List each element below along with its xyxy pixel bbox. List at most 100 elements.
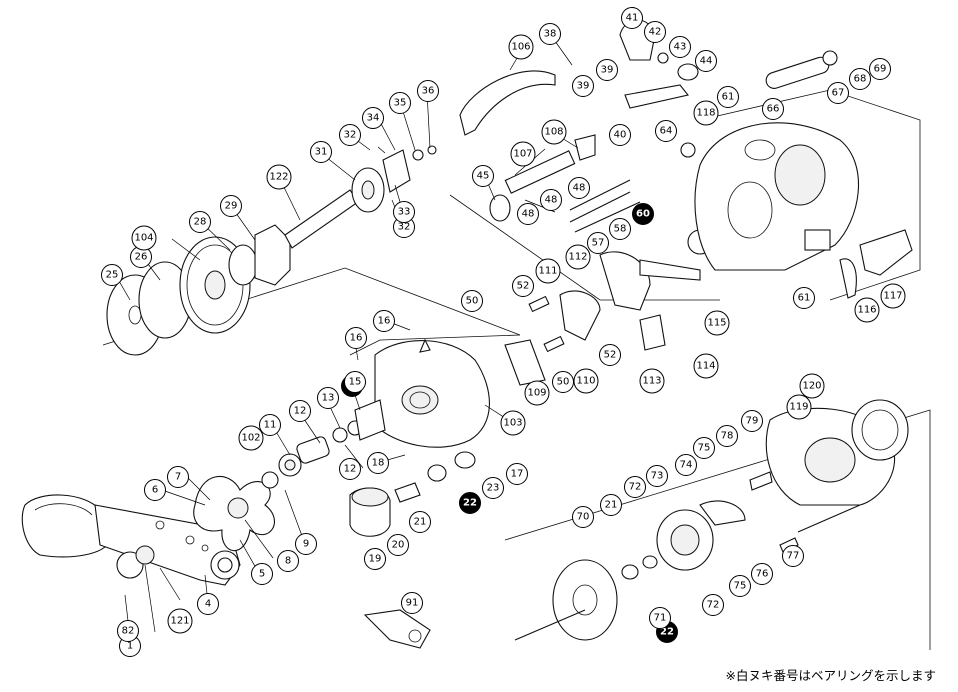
part-callout: 52 (512, 275, 534, 297)
callout-number: 41 (626, 13, 639, 24)
callout-number: 70 (577, 512, 590, 523)
callout-number: 121 (170, 616, 189, 627)
callout-number: 29 (225, 201, 238, 212)
part-callout: 42 (644, 21, 666, 43)
part-callout: 41 (621, 7, 643, 29)
callout-number: 113 (642, 376, 661, 387)
callout-number: 112 (568, 252, 587, 263)
part-callout: 106 (508, 34, 534, 60)
callout-number: 118 (696, 108, 715, 119)
callout-number: 7 (175, 472, 181, 483)
callout-number: 33 (398, 207, 411, 218)
part-callout: 122 (266, 164, 292, 190)
part-callout: 75 (693, 437, 715, 459)
part-callout: 77 (782, 545, 804, 567)
callout-number: 107 (513, 149, 532, 160)
callout-number: 50 (466, 296, 479, 307)
part-callout: 61 (793, 287, 815, 309)
callout-number: 23 (487, 483, 500, 494)
callout-number: 6 (152, 485, 158, 496)
callout-number: 48 (573, 183, 586, 194)
part-callout: 12 (289, 400, 311, 422)
callout-number: 61 (798, 293, 811, 304)
part-callout: 117 (880, 283, 906, 309)
callout-number: 8 (285, 556, 291, 567)
callout-number: 32 (344, 130, 357, 141)
part-callout: 52 (599, 344, 621, 366)
part-callout: 36 (417, 80, 439, 102)
group-boundaries (102, 89, 931, 650)
callout-number: 9 (303, 539, 309, 550)
callout-number: 32 (398, 222, 411, 233)
bearing-note: ※白ヌキ番号はベアリングを示します (725, 668, 936, 683)
callout-number: 52 (517, 281, 530, 292)
part-callouts: 1456789111212131415161617181920212122222… (101, 7, 906, 657)
callout-number: 116 (857, 305, 876, 316)
part-callout: 73 (646, 465, 668, 487)
part-callout: 121 (167, 608, 193, 634)
part-callout: 35 (389, 92, 411, 114)
callout-number: 16 (350, 333, 363, 344)
callout-number: 48 (545, 195, 558, 206)
callout-number: 5 (259, 569, 265, 580)
callout-number: 76 (756, 569, 769, 580)
part-callout: 17 (506, 463, 528, 485)
part-callout: 23 (482, 477, 504, 499)
part-callout: 5 (251, 563, 273, 585)
part-callout: 102 (238, 425, 264, 451)
callout-number: 75 (734, 581, 747, 592)
callout-number: 31 (315, 147, 328, 158)
part-callout: 78 (716, 425, 738, 447)
part-callout: 118 (693, 100, 719, 126)
part-callout: 29 (220, 195, 242, 217)
part-callout: 48 (568, 177, 590, 199)
callout-number: 17 (511, 469, 524, 480)
part-callout: 20 (387, 534, 409, 556)
part-callout: 28 (189, 211, 211, 233)
part-callout: 68 (849, 68, 871, 90)
callout-number: 72 (629, 482, 642, 493)
callout-number: 16 (378, 316, 391, 327)
handle-assembly (21, 420, 363, 586)
callout-number: 78 (721, 431, 734, 442)
callout-number: 104 (134, 233, 153, 244)
part-callout: 108 (541, 119, 567, 145)
callout-number: 66 (767, 104, 780, 115)
part-callout: 110 (573, 368, 599, 394)
callout-number: 11 (264, 420, 277, 431)
part-callout: 33 (393, 201, 415, 223)
callout-number: 19 (369, 554, 382, 565)
part-callout: 50 (461, 290, 483, 312)
part-callout: 61 (717, 86, 739, 108)
callout-number: 117 (883, 291, 902, 302)
part-callout: 8 (277, 550, 299, 572)
part-callout: 67 (827, 82, 849, 104)
callout-number: 48 (522, 209, 535, 220)
part-callout: 66 (762, 98, 784, 120)
callout-number: 110 (576, 376, 595, 387)
callout-number: 102 (241, 433, 260, 444)
callout-number: 60 (636, 209, 650, 220)
callout-number: 39 (601, 65, 614, 76)
callout-number: 64 (660, 126, 673, 137)
part-callout: 57 (587, 232, 609, 254)
callout-number: 42 (649, 27, 662, 38)
callout-number: 40 (614, 130, 627, 141)
callout-number: 77 (787, 551, 800, 562)
callout-number: 114 (696, 361, 715, 372)
part-callout: 116 (854, 297, 880, 323)
callout-number: 22 (463, 498, 477, 509)
part-callout: 75 (729, 575, 751, 597)
callout-number: 115 (707, 318, 726, 329)
callout-number: 103 (503, 418, 522, 429)
side-plate-assembly (349, 290, 601, 537)
callout-number: 18 (372, 458, 385, 469)
callout-number: 21 (605, 500, 618, 511)
callout-number: 26 (135, 252, 148, 263)
callout-number: 119 (789, 402, 808, 413)
callout-number: 73 (651, 471, 664, 482)
callout-number: 44 (700, 56, 713, 67)
misc-parts (363, 609, 431, 649)
callout-number: 120 (802, 381, 821, 392)
part-callout: 15 (344, 371, 366, 393)
